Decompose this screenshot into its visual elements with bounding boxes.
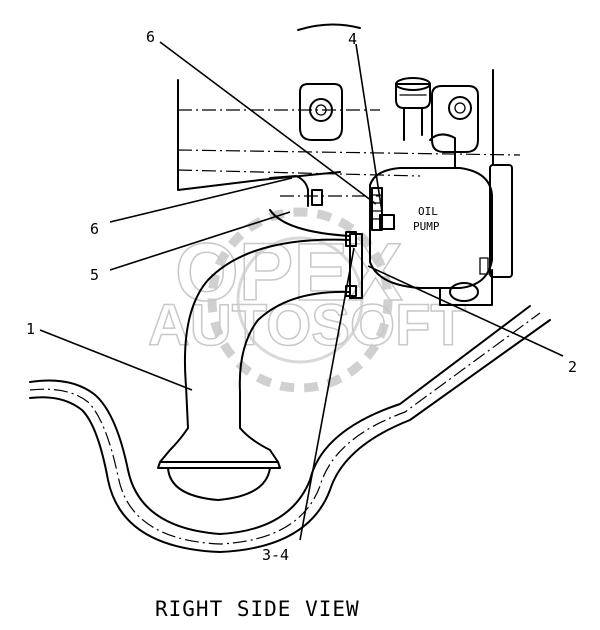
- callout-1: 1: [26, 320, 35, 338]
- tube-5-upper: [269, 175, 309, 207]
- leader-6-top: [159, 41, 377, 205]
- leader-6-left: [109, 177, 293, 223]
- leader-1: [39, 329, 193, 391]
- pan-centerline: [29, 312, 541, 545]
- callout-3-4: 3-4: [262, 546, 289, 564]
- pump-housing: [369, 167, 493, 289]
- boss-left: [299, 83, 343, 141]
- pipe-inner: [238, 290, 351, 429]
- boss-left-hole-inner: [315, 104, 327, 116]
- suction-pipe: [157, 238, 351, 501]
- tube-5-clip: [311, 189, 323, 206]
- bracket-plate: [349, 233, 363, 299]
- boss-left-hole: [309, 98, 333, 122]
- pump-flange: [489, 164, 513, 278]
- boss-right: [431, 85, 479, 153]
- callout-5: 5: [90, 266, 99, 284]
- callouts: 6 4 6 5 1 2 3-4: [26, 28, 577, 564]
- pan-outer: [29, 305, 531, 535]
- block-centerline-2: [177, 149, 521, 156]
- screen-rim: [157, 461, 281, 469]
- callout-6-left: 6: [90, 220, 99, 238]
- pump-side-nut: [479, 257, 489, 275]
- leader-3-4: [299, 247, 355, 541]
- view-caption: RIGHT SIDE VIEW: [155, 597, 360, 621]
- watermark-gear-icon: [207, 207, 393, 393]
- oil-pump: OIL PUMP: [369, 133, 513, 306]
- pump-label-1: OIL: [418, 205, 438, 218]
- cap-top: [395, 77, 431, 91]
- bolt-4-threads: [371, 194, 383, 220]
- callout-4: 4: [348, 30, 357, 48]
- leader-2: [367, 265, 564, 357]
- pipe-outer: [183, 238, 351, 429]
- callout-6-top: 6: [146, 28, 155, 46]
- cap-stem: [403, 107, 423, 141]
- block-left-edge: [177, 79, 341, 191]
- pan-inner: [29, 319, 551, 553]
- boss-right-hole: [448, 96, 472, 120]
- boss-right-hole-inner: [454, 102, 466, 114]
- pump-base-bolt: [449, 282, 479, 302]
- leader-4: [355, 43, 383, 213]
- block-centerline-3: [177, 169, 421, 177]
- pump-top-port: [429, 133, 456, 169]
- watermark-text-2: AUTOSOFT: [148, 293, 466, 358]
- block-top-curve: [297, 23, 361, 31]
- leader-5: [109, 211, 291, 271]
- leader-lines: [39, 41, 564, 541]
- tube-5-lower: [269, 209, 351, 237]
- watermark-gear-inner: [236, 236, 364, 364]
- bolt-2-head: [379, 214, 395, 230]
- pump-label-2: PUMP: [413, 220, 440, 233]
- screen-bottom: [167, 467, 271, 501]
- screen-bell: [159, 427, 279, 463]
- oil-pan: [29, 305, 551, 553]
- tube-5: [269, 175, 380, 237]
- watermark: OPEX AUTOSOFT: [147, 207, 467, 393]
- watermark-text-1: OPEX: [175, 227, 403, 318]
- engine-block: [177, 23, 521, 191]
- pump-base: [439, 269, 493, 306]
- callout-2: 2: [568, 358, 577, 376]
